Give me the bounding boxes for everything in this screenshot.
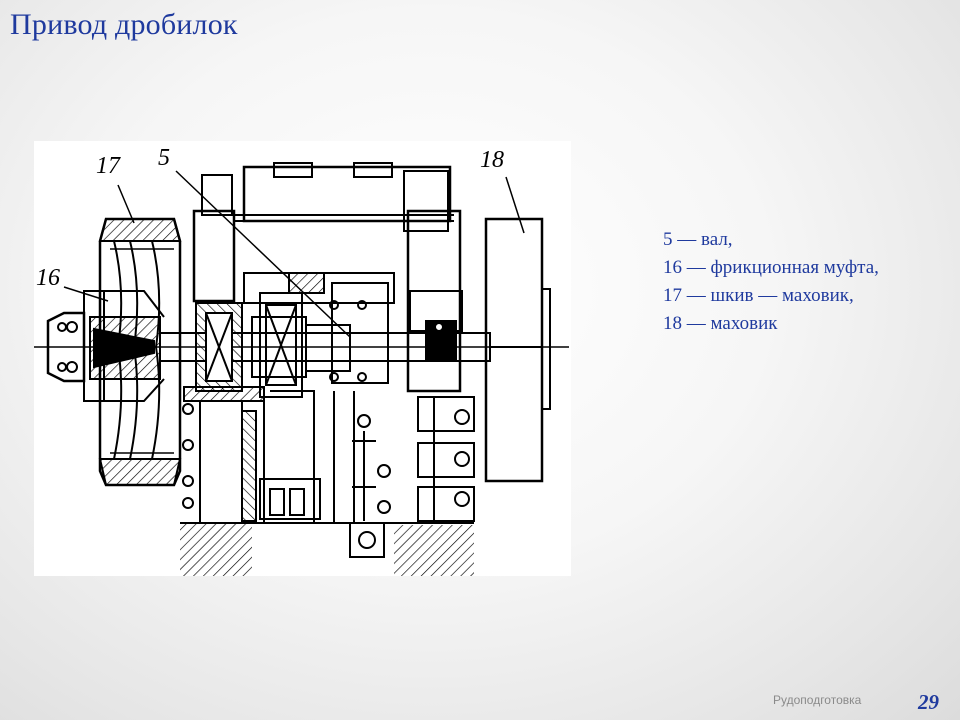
label-5: 5 <box>158 145 170 171</box>
legend-item-pulley-flywheel: 17 — шкив — маховик, <box>663 285 854 306</box>
bearings <box>195 292 303 398</box>
page-number: 29 <box>918 690 939 714</box>
callout-labels: 17 5 18 16 <box>36 145 504 291</box>
legend: 5 — вал, 16 — фрикционная муфта, 17 — шк… <box>663 226 933 338</box>
label-16: 16 <box>36 265 60 291</box>
legend-item-shaft: 5 — вал, <box>663 229 733 250</box>
slide-title: Привод дробилок <box>10 8 238 41</box>
pulley-flywheel <box>98 217 182 487</box>
crusher-frame <box>182 162 463 558</box>
label-18: 18 <box>480 147 504 173</box>
legend-item-flywheel: 18 — маховик <box>663 313 778 334</box>
foundation <box>180 522 474 576</box>
footer-course-name: Рудоподготовка <box>773 693 862 707</box>
flywheel <box>484 217 551 483</box>
drawing-lines <box>34 162 569 576</box>
legend-item-friction-clutch: 16 — фрикционная муфта, <box>663 257 879 278</box>
right-brackets <box>417 396 475 522</box>
label-17: 17 <box>96 153 121 179</box>
leader-lines <box>63 170 525 338</box>
main-shaft <box>159 316 491 378</box>
friction-clutch <box>46 290 165 402</box>
crusher-drive-drawing: 17 5 18 16 <box>34 141 571 576</box>
